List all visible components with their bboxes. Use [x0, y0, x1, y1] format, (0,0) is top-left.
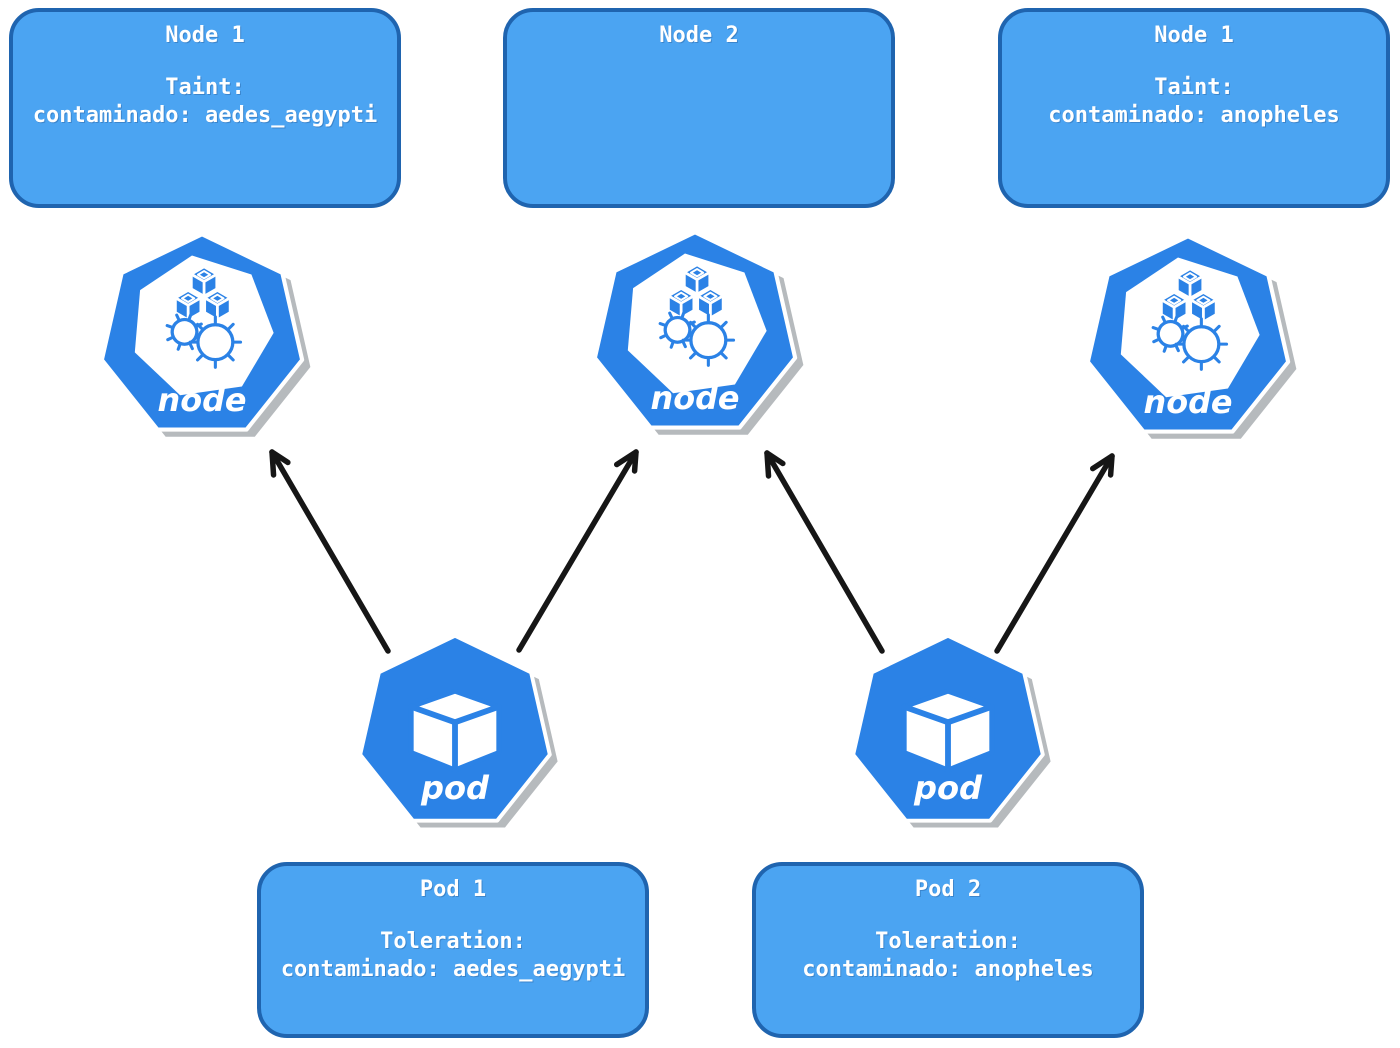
card-title: Node 1 — [1154, 23, 1234, 48]
card-title: Pod 1 — [419, 877, 487, 902]
toleration-label: Toleration: — [380, 929, 526, 954]
taint-label: Taint: — [165, 75, 245, 100]
node-icon — [89, 224, 315, 450]
taint-label — [507, 74, 891, 102]
pod-1-card: Pod 1 Toleration: contaminado: aedes_aeg… — [257, 862, 649, 1038]
node-1-card: Node 1 Taint: contaminado: aedes_aegypti — [9, 8, 401, 208]
pod-2-card: Pod 2 Toleration: contaminado: anopheles — [752, 862, 1144, 1038]
taint-value — [507, 102, 891, 130]
taint-value: contaminado: aedes_aegypti — [32, 103, 378, 128]
node-3-card: Node 1 Taint: contaminado: anopheles — [998, 8, 1390, 208]
node-2-card: Node 2 — [503, 8, 895, 208]
arrow-pod-1-to-node-2 — [516, 449, 639, 653]
card-title: Node 1 — [165, 23, 245, 48]
arrow-pod-1-to-node-1 — [269, 449, 391, 654]
card-title: Pod 2 — [914, 877, 982, 902]
taint-value: contaminado: anopheles — [1048, 103, 1340, 128]
node-icon — [1075, 226, 1301, 452]
node-icon — [582, 222, 808, 448]
taint-label: Taint: — [1154, 75, 1234, 100]
toleration-value: contaminado: aedes_aegypti — [280, 957, 626, 982]
pod-icon — [841, 626, 1055, 840]
toleration-value: contaminado: anopheles — [802, 957, 1094, 982]
pod-icon — [348, 626, 562, 840]
arrow-pod-2-to-node-3 — [994, 453, 1115, 654]
toleration-label: Toleration: — [875, 929, 1021, 954]
arrow-pod-2-to-node-2 — [764, 450, 885, 654]
card-title: Node 2 — [659, 23, 739, 48]
